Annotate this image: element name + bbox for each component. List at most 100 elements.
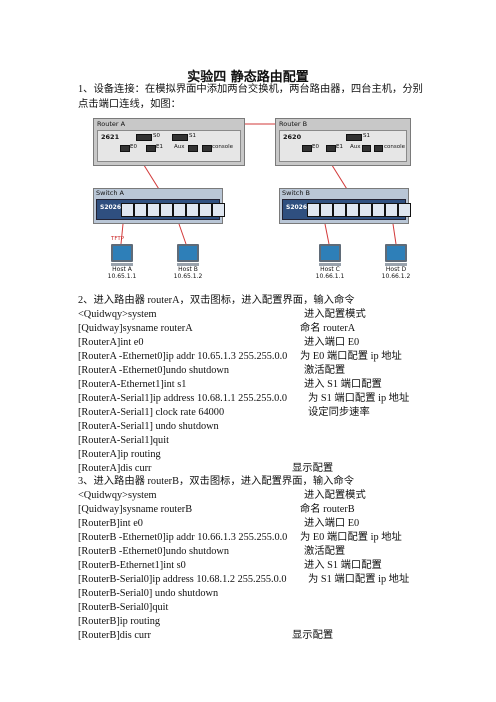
computer-icon bbox=[177, 244, 199, 262]
host-d-name: Host D bbox=[385, 266, 407, 273]
command-line: [RouterB -Ethernet0]ip addr 10.66.1.3 25… bbox=[78, 532, 288, 543]
port-label-s1: S1 bbox=[189, 133, 196, 139]
command-line: [RouterA]ip routing bbox=[78, 449, 161, 460]
switch-a-port[interactable] bbox=[134, 203, 147, 217]
command-note: 为 S1 端口配置 ip 地址 bbox=[308, 574, 410, 585]
switch-a-port[interactable] bbox=[173, 203, 186, 217]
command-note: 进入配置模式 bbox=[304, 309, 366, 320]
switch-a-body: S2026 bbox=[96, 199, 225, 220]
command-line: [RouterA -Ethernet0]ip addr 10.65.1.3 25… bbox=[78, 351, 288, 362]
computer-base bbox=[385, 263, 407, 266]
command-line: [RouterB]ip routing bbox=[78, 616, 161, 627]
host-b-ip: 10.65.1.2 bbox=[173, 273, 203, 280]
command-note: 显示配置 bbox=[292, 463, 334, 474]
command-note: 进入 S1 端口配置 bbox=[304, 379, 382, 390]
command-note: 命名 routerB bbox=[300, 504, 355, 515]
command-line: [RouterA-Serial1]quit bbox=[78, 435, 169, 446]
switch-b-label: Switch B bbox=[282, 189, 311, 197]
port-e1-b[interactable] bbox=[326, 145, 336, 152]
computer-base bbox=[319, 263, 341, 266]
port-s0[interactable] bbox=[136, 134, 152, 141]
switch-b-port[interactable] bbox=[372, 203, 385, 217]
switch-a-port[interactable] bbox=[147, 203, 160, 217]
port-console[interactable] bbox=[202, 145, 212, 152]
switch-a-port[interactable] bbox=[160, 203, 173, 217]
switch-b-port[interactable] bbox=[346, 203, 359, 217]
switch-a-label: Switch A bbox=[96, 189, 125, 197]
port-label-s1-b: S1 bbox=[363, 133, 370, 139]
port-label-aux: Aux bbox=[174, 144, 185, 150]
command-line: [RouterA-Serial1] undo shutdown bbox=[78, 421, 219, 432]
host-b[interactable]: Host B 10.65.1.2 bbox=[165, 244, 211, 280]
port-s1-b[interactable] bbox=[346, 134, 362, 141]
port-label-e0: E0 bbox=[130, 144, 137, 150]
router-a[interactable]: Router A 2621 S0 S1 E0 E1 Aux console bbox=[93, 118, 245, 166]
command-line: [RouterA-Serial1] clock rate 64000 bbox=[78, 407, 225, 418]
command-line: [RouterB]dis curr bbox=[78, 630, 151, 641]
switch-b-port[interactable] bbox=[385, 203, 398, 217]
switch-a[interactable]: Switch A S2026 bbox=[93, 188, 225, 224]
command-line: [RouterB-Serial0] undo shutdown bbox=[78, 588, 219, 599]
command-note: 进入端口 E0 bbox=[304, 518, 360, 529]
port-label-console-b: console bbox=[384, 144, 406, 150]
switch-a-port[interactable] bbox=[121, 203, 134, 217]
command-line: [RouterA-Serial1]ip address 10.68.1.1 25… bbox=[78, 393, 288, 404]
computer-icon bbox=[111, 244, 133, 262]
router-b[interactable]: Router B 2620 S1 E0 E1 Aux console bbox=[275, 118, 411, 166]
router-b-model: 2620 bbox=[283, 133, 302, 141]
switch-b-port[interactable] bbox=[333, 203, 346, 217]
router-a-panel: 2621 S0 S1 E0 E1 Aux console bbox=[97, 130, 241, 162]
command-line: [RouterB -Ethernet0]undo shutdown bbox=[78, 546, 229, 557]
port-aux[interactable] bbox=[188, 145, 198, 152]
switch-b-port[interactable] bbox=[398, 203, 411, 217]
switch-a-port[interactable] bbox=[186, 203, 199, 217]
command-note: 为 E0 端口配置 ip 地址 bbox=[300, 532, 402, 543]
command-line: [RouterA-Ethernet1]int s1 bbox=[78, 379, 187, 390]
port-e0[interactable] bbox=[120, 145, 130, 152]
host-b-name: Host B bbox=[178, 266, 198, 273]
command-line: [RouterB]int e0 bbox=[78, 518, 143, 529]
tftp-label: TFTP bbox=[111, 236, 125, 242]
port-label-e1-b: E1 bbox=[336, 144, 343, 150]
host-a-name: Host A bbox=[112, 266, 132, 273]
port-e0-b[interactable] bbox=[302, 145, 312, 152]
host-d-ip: 10.66.1.2 bbox=[381, 273, 411, 280]
command-line: [RouterB-Serial0]quit bbox=[78, 602, 169, 613]
page-title: 实验四 静态路由配置 bbox=[187, 70, 309, 85]
port-s1[interactable] bbox=[172, 134, 188, 141]
link-swa-hostb bbox=[178, 223, 187, 245]
switch-a-port[interactable] bbox=[212, 203, 225, 217]
port-e1[interactable] bbox=[146, 145, 156, 152]
port-label-e1: E1 bbox=[156, 144, 163, 150]
command-line: [RouterA -Ethernet0]undo shutdown bbox=[78, 365, 229, 376]
router-b-label: Router B bbox=[279, 120, 308, 128]
switch-b[interactable]: Switch B S2026 bbox=[279, 188, 411, 224]
command-line: <Quidwqy>system bbox=[78, 309, 157, 320]
host-a[interactable]: Host A 10.65.1.1 bbox=[99, 244, 145, 280]
command-note: 命名 routerA bbox=[300, 323, 356, 334]
command-note: 为 S1 端口配置 ip 地址 bbox=[308, 393, 410, 404]
network-diagram: Router A 2621 S0 S1 E0 E1 Aux console Ro… bbox=[93, 116, 411, 286]
link-swb-hostc bbox=[324, 223, 330, 245]
port-label-e0-b: E0 bbox=[312, 144, 319, 150]
switch-b-port[interactable] bbox=[320, 203, 333, 217]
command-note: 显示配置 bbox=[292, 630, 334, 641]
host-c[interactable]: Host C 10.66.1.1 bbox=[307, 244, 353, 280]
command-line: [Quidway]sysname routerA bbox=[78, 323, 193, 334]
switch-b-body: S2026 bbox=[282, 199, 411, 220]
step2-heading: 2、进入路由器 routerA，双击图标，进入配置界面，输入命令 bbox=[78, 295, 355, 306]
port-label-s0: S0 bbox=[153, 133, 160, 139]
command-line: [Quidway]sysname routerB bbox=[78, 504, 193, 515]
switch-a-port[interactable] bbox=[199, 203, 212, 217]
switch-b-port[interactable] bbox=[307, 203, 320, 217]
port-console-b[interactable] bbox=[374, 145, 383, 152]
step3-heading: 3、进入路由器 routerB，双击图标，进入配置界面，输入命令 bbox=[78, 476, 355, 487]
computer-base bbox=[111, 263, 133, 266]
switch-b-port[interactable] bbox=[359, 203, 372, 217]
router-a-label: Router A bbox=[97, 120, 126, 128]
host-d[interactable]: Host D 10.66.1.2 bbox=[373, 244, 419, 280]
port-aux-b[interactable] bbox=[362, 145, 371, 152]
computer-base bbox=[177, 263, 199, 266]
command-note: 进入 S1 端口配置 bbox=[304, 560, 382, 571]
command-note: 进入端口 E0 bbox=[304, 337, 360, 348]
